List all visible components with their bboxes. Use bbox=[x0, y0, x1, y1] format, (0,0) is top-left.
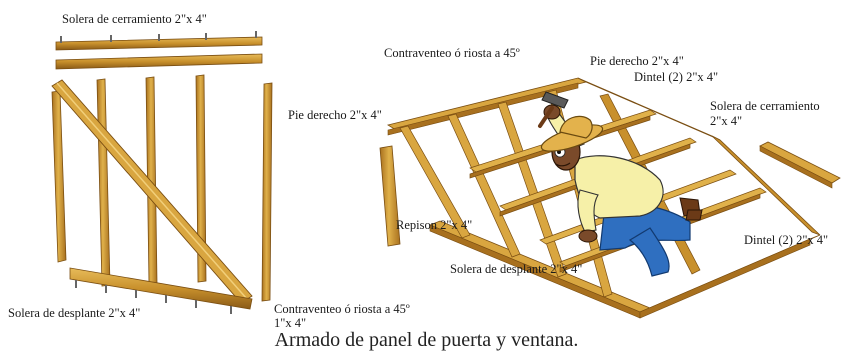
label-left-bottom-plate: Solera de desplante 2"x 4" bbox=[8, 306, 141, 320]
label-right-brace: Contraventeo ó riosta a 45º bbox=[384, 46, 520, 60]
label-left-brace-line2: 1"x 4" bbox=[274, 316, 307, 330]
label-left-brace-line1: Contraventeo ó riosta a 45º bbox=[274, 302, 410, 316]
label-right-header-bottom: Dintel (2) 2"x 4" bbox=[744, 233, 829, 247]
sill-piece bbox=[379, 145, 401, 247]
label-right-top-plate-line1: Solera de cerramiento bbox=[710, 99, 820, 113]
bottom-plate bbox=[69, 267, 253, 314]
label-left-stud: Pie derecho 2"x 4" bbox=[288, 108, 382, 122]
label-left-top-plate: Solera de cerramiento 2"x 4" bbox=[62, 12, 207, 26]
label-right-header-top: Dintel (2) 2"x 4" bbox=[634, 70, 719, 84]
carpenter-figure bbox=[538, 91, 703, 277]
label-right-bottom-plate: Solera de desplante 2"x 4" bbox=[450, 262, 583, 276]
left-diagonal-brace bbox=[51, 79, 253, 304]
label-right-sill: Repison 2"x 4" bbox=[396, 218, 473, 232]
label-right-stud: Pie derecho 2"x 4" bbox=[590, 54, 684, 68]
left-wall-exploded bbox=[51, 31, 273, 314]
label-right-top-plate-line2: 2"x 4" bbox=[710, 114, 743, 128]
top-plate bbox=[55, 31, 263, 70]
loose-top-plate bbox=[759, 141, 841, 189]
hammer-icon bbox=[538, 91, 569, 128]
figure-caption: Armado de panel de puerta y ventana. bbox=[274, 329, 579, 351]
